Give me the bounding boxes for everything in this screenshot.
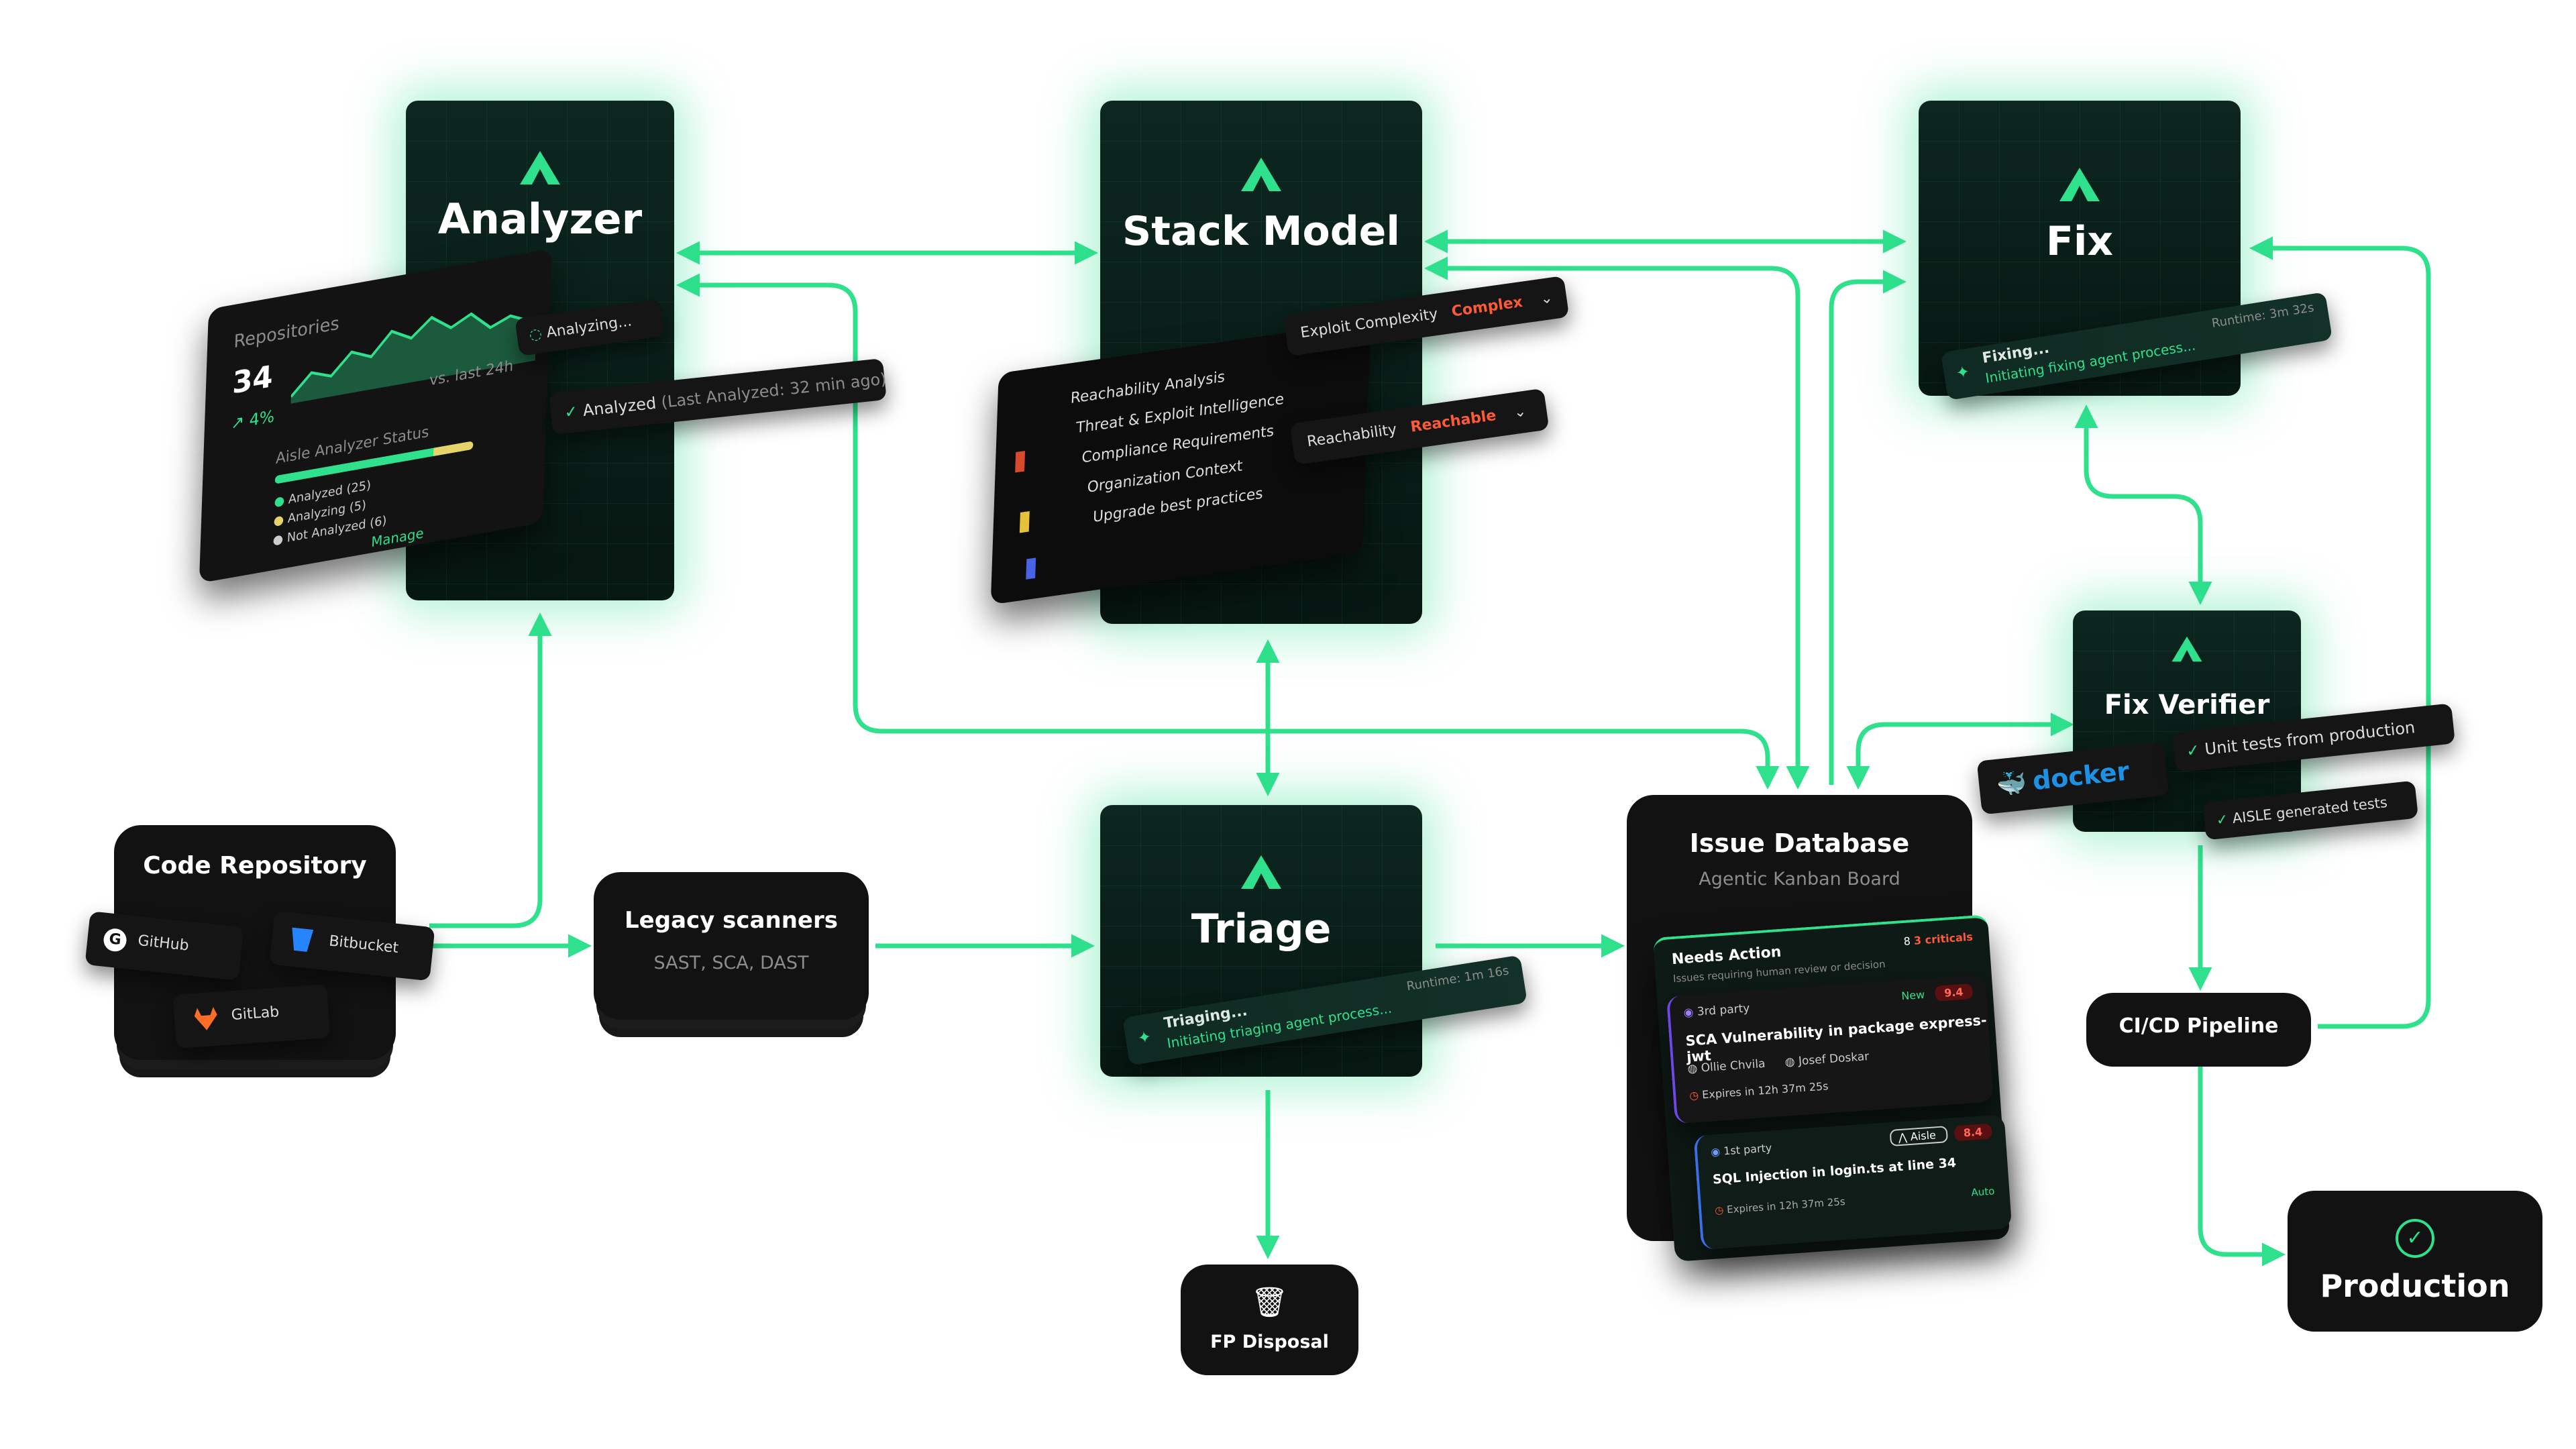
user-avatar-icon: ◍ [1784, 1055, 1796, 1069]
clock-icon: ◷ [1688, 1088, 1699, 1102]
issue2-auto: Auto [1970, 1185, 1995, 1199]
check-circle-icon: ✓ [2396, 1219, 2434, 1258]
aisle-tests-label: AISLE generated tests [2231, 794, 2388, 827]
issue-database-sub: Agentic Kanban Board [1699, 869, 1900, 890]
production-title: Production [2320, 1268, 2510, 1304]
third-party-icon: ◉ [1682, 1006, 1695, 1020]
cicd-node[interactable]: CI/CD Pipeline [2086, 993, 2311, 1067]
issue-card-sql[interactable]: ◉ 1st party ⋀ Aisle 8.4 SQL Injection in… [1693, 1114, 2012, 1250]
issue1-party: ◉ 3rd party [1683, 1002, 1750, 1020]
repos-sparkline [290, 312, 537, 404]
gitlab-icon [194, 1007, 218, 1031]
link-issuedb-verifier [1846, 712, 2074, 790]
issue2-brand: ⋀ Aisle [1889, 1126, 1948, 1147]
production-node[interactable]: ✓ Production [2288, 1191, 2542, 1332]
aisle-logo-icon [2171, 636, 2202, 662]
exploit-value: Complex [1450, 293, 1524, 321]
issue1-party-label: 3rd party [1697, 1002, 1750, 1019]
user-avatar-icon: ◍ [1686, 1061, 1699, 1076]
issue2-title: SQL Injection in login.ts at line 34 [1712, 1155, 1957, 1187]
link-fix-verifier [2074, 405, 2212, 605]
needs-action-count-value: 8 [1903, 934, 1911, 948]
legacy-scanners-sub: SAST, SCA, DAST [653, 953, 809, 973]
fix-title: Fix [2045, 218, 2114, 265]
sparkle-icon: ✦ [1136, 1027, 1153, 1048]
needs-action-title: Needs Action [1671, 943, 1782, 969]
check-icon: ✓ [563, 402, 579, 422]
kanban-card: Needs Action Issues requiring human revi… [1652, 914, 2012, 1262]
link-cicd-production [2198, 1067, 2286, 1267]
legacy-scanners-node[interactable]: Legacy scanners SAST, SCA, DAST [594, 872, 869, 1020]
book-bookmark-red [1015, 451, 1026, 473]
gitlab-label: GitLab [230, 1004, 280, 1024]
chevron-down-icon: ⌄ [1513, 402, 1527, 422]
legacy-scanners-title: Legacy scanners [625, 907, 838, 934]
stack-model-title: Stack Model [1122, 208, 1400, 255]
status-title: Aisle Analyzer Status [275, 423, 429, 468]
spinner-icon: ◌ [528, 325, 543, 344]
repos-count: 34 [231, 359, 274, 401]
fix-verifier-title: Fix Verifier [2104, 690, 2270, 720]
needs-action-count: 8 3 criticals [1903, 930, 1973, 948]
aisle-logo-icon [2059, 168, 2100, 201]
gitlab-pill[interactable]: GitLab [172, 984, 331, 1049]
issue1-score: 9.4 [1934, 983, 1974, 1002]
aisle-logo-icon [1241, 158, 1281, 191]
analyzer-repo-card: Repositories 34 ↗ 4% vs. last 24h Aisle … [199, 248, 553, 584]
issue2-party: ◉ 1st party [1711, 1141, 1772, 1158]
issue2-brand-label: Aisle [1910, 1128, 1937, 1143]
repos-delta-value: 4% [249, 406, 275, 431]
link-cicd-fix [2249, 236, 2431, 1029]
link-repo-analyzer [429, 612, 552, 928]
aisle-logo-icon [520, 151, 560, 184]
issue1-expires: Expires in 12h 37m 25s [1701, 1079, 1829, 1102]
check-icon: ✓ [2185, 740, 2201, 761]
book-bookmark-blue [1026, 557, 1036, 580]
clock-icon: ◷ [1714, 1203, 1725, 1217]
check-icon: ✓ [2215, 810, 2229, 828]
docker-whale-icon: 🐳 [1995, 769, 2029, 800]
fp-disposal-title: FP Disposal [1210, 1332, 1329, 1352]
first-party-icon: ◉ [1710, 1144, 1721, 1159]
bitbucket-label: Bitbucket [328, 932, 400, 957]
github-icon: G [102, 927, 128, 953]
github-label: GitHub [137, 932, 190, 955]
needs-action-criticals: 3 criticals [1913, 930, 1974, 947]
link-stackmodel-issuedb [1424, 256, 1810, 790]
analyzer-title: Analyzer [437, 195, 643, 244]
cicd-title: CI/CD Pipeline [2118, 1014, 2279, 1038]
reach-value: Reachable [1409, 407, 1497, 436]
issue1-status: New [1900, 987, 1925, 1003]
exploit-label: Exploit Complexity [1299, 305, 1439, 342]
issue2-score: 8.4 [1953, 1123, 1992, 1142]
stack-item-0: Reachability Analysis [1070, 368, 1226, 408]
issue-database-title: Issue Database [1689, 828, 1910, 858]
aisle-logo-icon [1241, 855, 1281, 889]
book-bookmark-yellow [1019, 511, 1030, 533]
link-issuedb-fix [1829, 270, 1907, 785]
issue2-brand-area: ⋀ Aisle 8.4 [1889, 1123, 1992, 1147]
triage-title: Triage [1191, 906, 1332, 953]
trash-icon: 🗑 [1250, 1285, 1289, 1320]
issue-card-sca[interactable]: ◉ 3rd party New 9.4 SCA Vulnerability in… [1666, 974, 1994, 1124]
repos-delta: ↗ 4% [230, 406, 275, 433]
aisle-mini-logo-icon: ⋀ [1898, 1130, 1908, 1144]
issue2-expires: Expires in 12h 37m 25s [1726, 1195, 1846, 1216]
chevron-down-icon: ⌄ [1539, 289, 1554, 308]
status-bar-analyzing [433, 441, 474, 456]
docker-label: docker [2031, 756, 2131, 796]
issue1-status-area: New 9.4 [1901, 983, 1974, 1004]
issue2-party-label: 1st party [1723, 1141, 1772, 1158]
reach-label: Reachability [1305, 421, 1398, 451]
issue1-expiry: ◷ Expires in 12h 37m 25s [1689, 1079, 1829, 1102]
issue2-expiry: ◷ Expires in 12h 37m 25s [1715, 1195, 1846, 1217]
sparkle-icon: ✦ [1954, 362, 1972, 383]
analyzed-pill-label: Analyzed [582, 393, 657, 421]
fp-disposal-node[interactable]: 🗑 FP Disposal [1181, 1265, 1358, 1375]
analyzing-pill-label: Analyzing... [545, 313, 633, 341]
code-repository-title: Code Repository [143, 852, 367, 879]
bitbucket-icon [290, 927, 313, 952]
